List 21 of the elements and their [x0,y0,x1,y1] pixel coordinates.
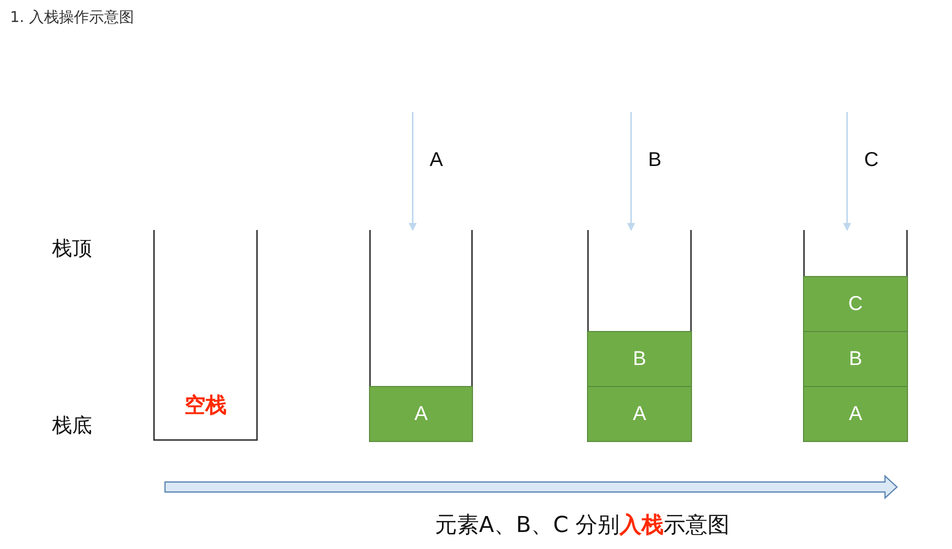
element-block: B [803,331,908,387]
edge-label: A [430,149,444,172]
stack-container [369,230,473,441]
stack-label: 栈底 [52,412,92,439]
empty-stack-label: 空栈 [184,392,228,419]
arrow [843,112,852,231]
element-block: A [587,386,692,442]
stack-label: 栈顶 [52,235,92,262]
arrow [627,112,636,231]
arrow [408,112,417,231]
stack-container [803,230,908,441]
element-block: B [587,331,692,387]
edge-label: C [864,149,879,172]
caption: 元素A、B、C 分别入栈示意图 [435,512,730,540]
element-block: C [803,276,908,332]
element-block: A [369,386,473,442]
element-block: A [803,386,908,442]
heading: 1. 入栈操作示意图 [10,8,134,27]
edge-label: B [648,149,662,172]
stack-container [587,230,692,441]
stack-container [153,230,258,441]
